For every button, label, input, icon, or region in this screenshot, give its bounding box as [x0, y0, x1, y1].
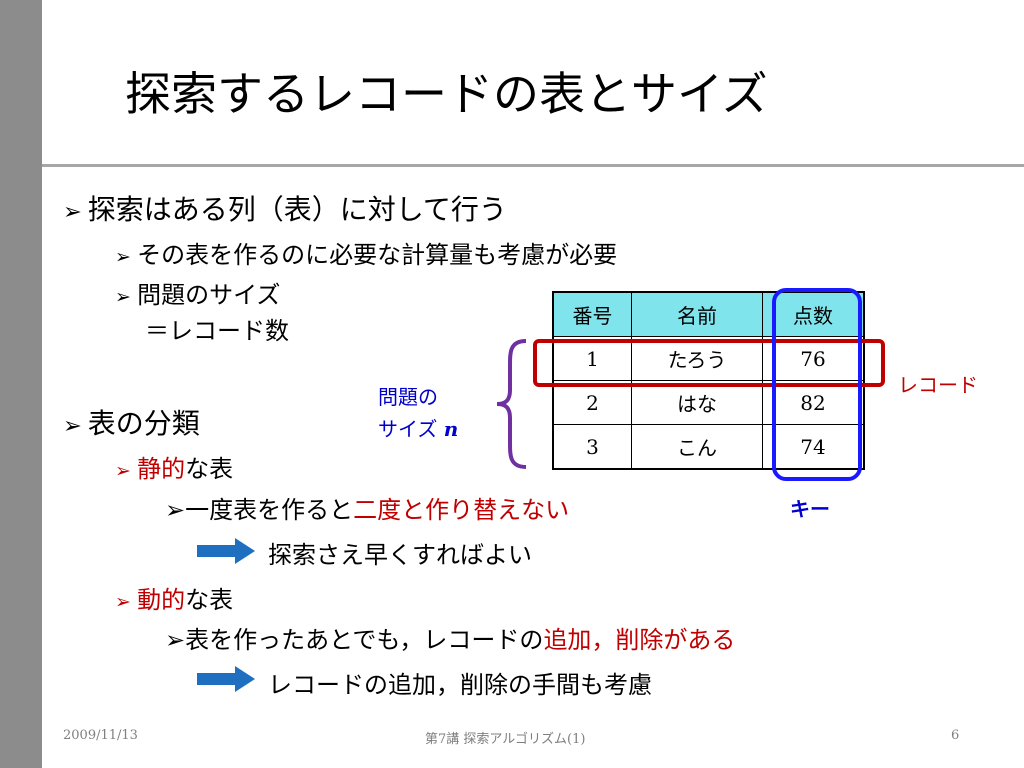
bullet-static-table: ➢静的な表 — [115, 449, 233, 484]
size-variable: n — [443, 417, 459, 441]
table-cell: 1 — [552, 336, 632, 381]
table-cell: こん — [631, 424, 763, 470]
result-arrow-icon — [197, 538, 255, 564]
bullet-text: 一度表を作ると — [185, 496, 354, 524]
bullet-search-by-column: ➢探索はある列（表）に対して行う — [63, 188, 507, 228]
record-table: 番号 名前 点数 1 たろう 76 2 はな 82 3 こん 74 — [552, 291, 865, 470]
bullet-text: な表 — [185, 455, 234, 483]
problem-size-label-line2: サイズ n — [378, 413, 458, 442]
table-row: 1 たろう 76 — [552, 336, 865, 381]
bullet-text: 表を作ったあとでも，レコードの — [185, 626, 544, 654]
bullet-arrow-icon: ➢ — [63, 199, 82, 225]
footer-page-number: 6 — [951, 728, 960, 743]
table-cell: たろう — [631, 336, 763, 381]
problem-size-label: 問題の — [378, 385, 438, 409]
column-header: 番号 — [552, 291, 632, 337]
result-arrow-icon — [197, 666, 255, 692]
slide-title: 探索するレコードの表とサイズ — [125, 67, 768, 121]
bullet-cost-consideration: ➢その表を作るのに必要な計算量も考慮が必要 — [115, 235, 617, 270]
bullet-arrow-icon: ➢ — [63, 413, 82, 439]
bullet-text: 問題のサイズ — [137, 281, 281, 309]
title-divider — [42, 164, 1024, 167]
bullet-text: 探索はある列（表）に対して行う — [87, 193, 507, 226]
bullet-text: 表の分類 — [87, 407, 200, 440]
table-cell: 3 — [552, 424, 632, 470]
static-result: 探索さえ早くすればよい — [268, 541, 532, 569]
bullet-arrow-icon: ➢ — [165, 496, 186, 524]
bullet-problem-size-cont: ＝レコード数 — [145, 317, 289, 345]
bullet-problem-size: ➢問題のサイズ — [115, 275, 280, 310]
dynamic-result: レコードの追加，削除の手間も考慮 — [268, 671, 652, 699]
size-brace-icon — [496, 339, 527, 469]
left-accent-bar — [0, 0, 42, 768]
highlight-text: 静的 — [137, 455, 186, 483]
bullet-arrow-icon: ➢ — [115, 285, 132, 308]
table-cell: 2 — [552, 380, 632, 425]
bullet-arrow-icon: ➢ — [115, 590, 132, 613]
table-row: 2 はな 82 — [552, 380, 865, 425]
bullet-arrow-icon: ➢ — [115, 245, 132, 268]
column-header: 名前 — [631, 291, 763, 337]
highlight-text: 二度と作り替えない — [353, 496, 570, 524]
bullet-text: な表 — [185, 586, 234, 614]
highlight-text: 追加，削除がある — [543, 626, 736, 654]
record-label: レコード — [898, 373, 978, 397]
record-highlight-box — [533, 339, 885, 387]
key-highlight-box — [772, 288, 862, 481]
bullet-dynamic-table: ➢動的な表 — [115, 580, 233, 615]
table-cell: 82 — [762, 380, 865, 425]
bullet-dynamic-desc: ➢表を作ったあとでも，レコードの追加，削除がある — [165, 620, 735, 655]
bullet-static-desc: ➢一度表を作ると二度と作り替えない — [165, 490, 569, 525]
problem-size-text: サイズ — [378, 417, 438, 441]
footer-date: 2009/11/13 — [63, 728, 138, 743]
table-cell: 74 — [762, 424, 865, 470]
bullet-text: その表を作るのに必要な計算量も考慮が必要 — [137, 241, 618, 269]
table-cell: はな — [631, 380, 763, 425]
bullet-table-classification: ➢表の分類 — [63, 402, 200, 442]
table-cell: 76 — [762, 336, 865, 381]
bullet-arrow-icon: ➢ — [165, 626, 186, 654]
highlight-text: 動的 — [137, 586, 186, 614]
footer-lecture-title: 第7講 探索アルゴリズム(1) — [425, 732, 586, 747]
table-row: 3 こん 74 — [552, 424, 865, 470]
table-header-row: 番号 名前 点数 — [552, 291, 865, 337]
bullet-arrow-icon: ➢ — [115, 459, 132, 482]
key-label: キー — [790, 497, 830, 521]
